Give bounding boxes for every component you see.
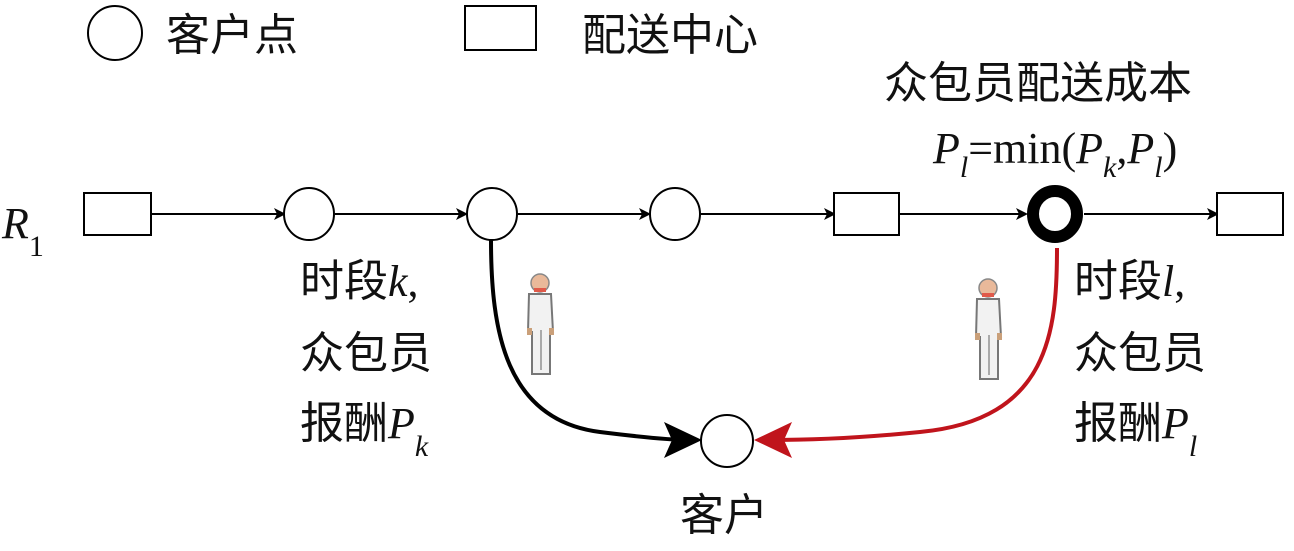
legend-depot-label: 配送中心	[582, 10, 758, 61]
legend-depot-rect-icon	[464, 5, 537, 51]
customer-node-2	[466, 187, 518, 241]
period-k-line2: 众包员	[300, 328, 432, 379]
customer-node-1	[283, 187, 335, 241]
arrow-head-period-l	[754, 422, 792, 458]
crowd-path-period-l	[769, 247, 1059, 442]
arrow-head-period-k	[664, 422, 702, 458]
period-l-line1: 时段l,	[1074, 256, 1185, 307]
period-k-line3: 报酬Pk	[300, 398, 429, 463]
legend-customer-circle-icon	[87, 5, 143, 61]
customer-node-3	[649, 187, 701, 241]
courier-person-icon-k	[526, 273, 555, 375]
period-l-annotation: 时段l, 众包员 报酬Pl	[1074, 256, 1206, 463]
depot-node-middle	[833, 192, 900, 236]
period-k-annotation: 时段k, 众包员 报酬Pk	[300, 256, 432, 463]
depot-node-start	[83, 192, 152, 236]
period-k-line1: 时段k,	[300, 256, 419, 307]
route-label: R1	[1, 199, 44, 263]
route-nodes	[83, 185, 1284, 243]
period-l-line2: 众包员	[1074, 328, 1206, 379]
depot-node-end	[1216, 192, 1284, 236]
crowd-path-period-k	[489, 239, 691, 442]
legend-customer-label: 客户点	[166, 10, 298, 61]
customer-node-highlighted	[1027, 185, 1083, 243]
target-customer-node	[700, 414, 754, 468]
courier-person-icon-l	[974, 278, 1003, 380]
cost-title: 众包员配送成本	[884, 58, 1192, 109]
cost-label: 众包员配送成本 Pl=min(Pk,Pl)	[884, 58, 1192, 184]
cost-formula: Pl=min(Pk,Pl)	[932, 124, 1177, 184]
legend: 客户点 配送中心	[87, 5, 758, 61]
target-customer-label: 客户	[680, 490, 768, 541]
period-l-line3: 报酬Pl	[1074, 398, 1197, 463]
